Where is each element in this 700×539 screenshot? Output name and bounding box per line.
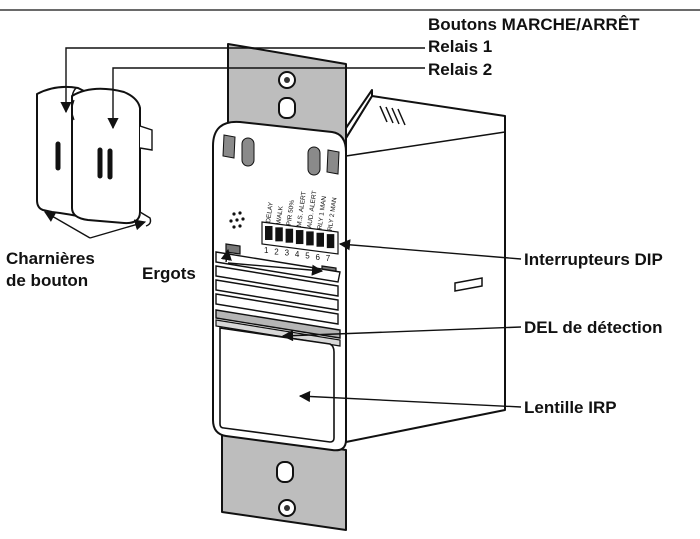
dip-switch-key	[316, 232, 324, 247]
pir-lens	[219, 327, 335, 443]
label-dip-switches: Interrupteurs DIP	[524, 250, 663, 269]
detached-on-off-buttons	[36, 85, 153, 227]
dip-switch-number: 3	[285, 249, 290, 258]
device-top-panel	[345, 89, 373, 139]
button-relay-2	[71, 87, 141, 225]
dip-switch-setting-label: RLY 1 MAN	[317, 195, 329, 230]
device-side-panel	[345, 95, 506, 443]
dip-switch-key	[285, 228, 294, 243]
dip-switch-key	[295, 230, 304, 245]
dip-switch-number: 5	[305, 251, 310, 260]
dip-switch-key	[265, 226, 273, 240]
dip-switch-setting-label: DELAY	[265, 201, 275, 223]
strap-slot-top	[278, 97, 296, 119]
label-relay-2: Relais 2	[428, 60, 492, 79]
dip-switch-key	[306, 231, 314, 246]
label-on-off-buttons: Boutons MARCHE/ARRÊT	[428, 15, 640, 34]
speaker-holes	[229, 211, 245, 229]
dip-switch-setting-label: WALK	[275, 205, 285, 225]
dip-switch-number: 7	[326, 254, 331, 263]
button-hinge-clip	[139, 125, 153, 151]
label-button-hinges-line1: Charnières	[6, 249, 95, 268]
side-notch	[454, 277, 483, 292]
dip-switch-setting-label: M.S. ALERT	[296, 191, 308, 227]
dip-switch-number: 4	[295, 250, 300, 259]
side-vents	[379, 105, 406, 126]
leader-lines	[44, 47, 522, 408]
label-button-hinges-line2: de bouton	[6, 271, 88, 290]
dip-switch-number: 2	[274, 247, 279, 256]
label-detection-led: DEL de détection	[524, 318, 663, 337]
dip-switch-key	[326, 234, 335, 249]
dip-switch-key	[275, 227, 283, 242]
relay-2-double-bar-icon	[97, 147, 113, 180]
label-tabs: Ergots	[142, 264, 196, 283]
front-top-slots	[222, 134, 340, 176]
label-pir-lens: Lentille IRP	[524, 398, 617, 417]
dip-switch-number: 6	[316, 253, 321, 262]
dip-switch-setting-label: PIR 50%	[286, 199, 297, 226]
strap-slot-bottom	[276, 461, 294, 483]
dip-switch-number: 1	[264, 246, 269, 255]
dip-switch-setting-label: RLY 2 MAN	[327, 197, 339, 232]
label-relay-1: Relais 1	[428, 37, 492, 56]
detection-led-band	[215, 309, 341, 339]
